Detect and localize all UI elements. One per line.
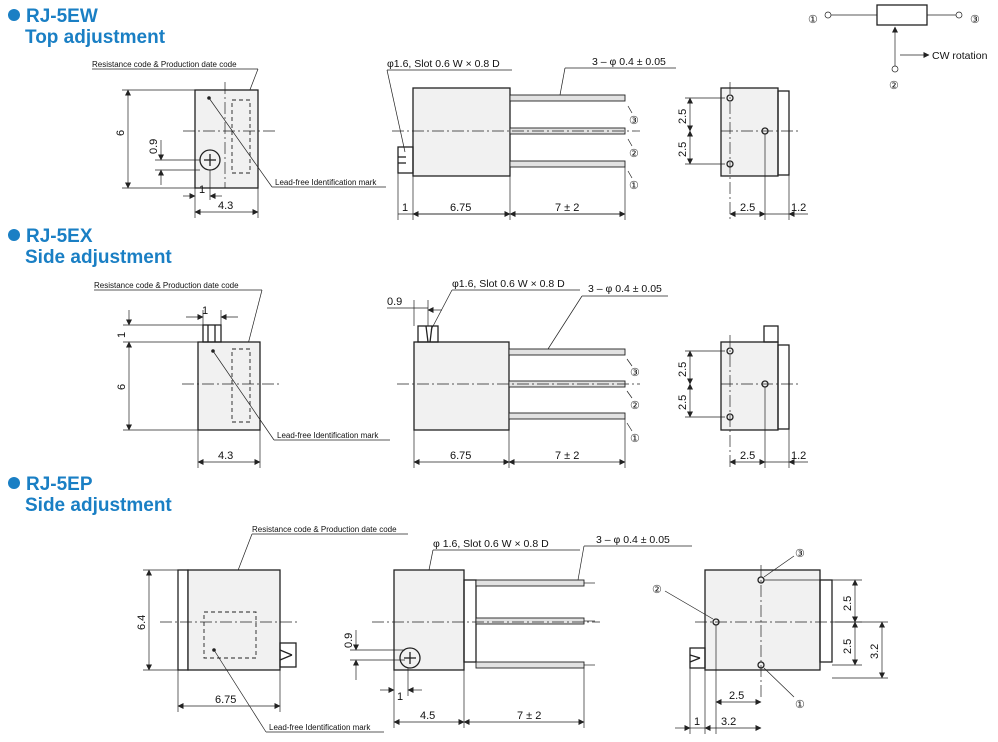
dim-pin-offset: 2.5 <box>740 202 755 214</box>
pin-label-2: ② <box>630 400 640 412</box>
circuit-pin-1: ① <box>808 14 818 26</box>
dim-screw-height: 1 <box>116 332 128 338</box>
lead-free-note: Lead-free Identification mark <box>269 723 371 732</box>
dim-rear-step: 1.2 <box>791 450 806 462</box>
resistance-code-note: Resistance code & Production date code <box>92 60 237 69</box>
model-name: RJ-5EW <box>26 6 98 27</box>
slot-callout: φ 1.6, Slot 0.6 W × 0.8 D <box>433 538 549 550</box>
circuit-pin-2: ② <box>889 80 899 92</box>
dim-width: 6.75 <box>215 694 236 706</box>
pin-label-1: ① <box>795 699 805 711</box>
section-heading-ex: RJ-5EX Side adjustment <box>8 226 172 268</box>
terminal-icon <box>955 11 963 19</box>
dim-pin-pitch-b: 2.5 <box>842 639 854 654</box>
pin-label-3: ③ <box>795 548 805 560</box>
dim-body-depth: 6.75 <box>450 202 471 214</box>
resistance-code-note: Resistance code & Production date code <box>252 525 397 534</box>
ep-rear-view: ② ③ ① 2.5 2.5 3.2 2.5 1 3.2 <box>652 548 888 734</box>
dim-width: 4.3 <box>218 200 233 212</box>
dim-lead-length: 7 ± 2 <box>555 202 579 214</box>
bullet-icon <box>8 229 20 241</box>
circuit-symbol: ① ③ ② CW rotation <box>808 4 988 92</box>
model-name: RJ-5EX <box>26 226 93 247</box>
dim-pin-pitch-a: 2.5 <box>842 596 854 611</box>
dim-pin-span: 3.2 <box>869 644 881 659</box>
pin-callout: 3 – φ 0.4 ± 0.05 <box>592 56 666 68</box>
dim-width: 4.3 <box>218 450 233 462</box>
dim-pin-offset: 2.5 <box>740 450 755 462</box>
cw-rotation-label: CW rotation <box>932 50 988 62</box>
bullet-icon <box>8 9 20 21</box>
ew-front-view: Resistance code & Production date code L… <box>92 60 386 218</box>
ep-front-view: Resistance code & Production date code L… <box>136 525 408 733</box>
pin-label-3: ③ <box>630 367 640 379</box>
pin-label-3: ③ <box>629 115 639 127</box>
resistance-code-note: Resistance code & Production date code <box>94 281 239 290</box>
terminal-icon <box>824 11 832 19</box>
lead-free-note: Lead-free Identification mark <box>277 431 379 440</box>
dim-screw-offset: 0.9 <box>148 139 160 154</box>
dim-screw-offset: 0.9 <box>343 633 355 648</box>
dim-screw-pos: 1 <box>199 184 205 196</box>
adjustment-type: Top adjustment <box>25 27 166 48</box>
ep-side-view: φ 1.6, Slot 0.6 W × 0.8 D 3 – φ 0.4 ± 0.… <box>343 534 692 728</box>
adjustment-screw-icon <box>399 647 421 669</box>
pin-callout: 3 – φ 0.4 ± 0.05 <box>596 534 670 546</box>
resistor-icon <box>876 4 928 26</box>
adjustment-type: Side adjustment <box>25 247 172 268</box>
dim-height: 6 <box>116 384 128 390</box>
dim-knob: 1 <box>402 202 408 214</box>
dim-screw-offset: 0.9 <box>387 296 402 308</box>
dim-body-depth: 6.75 <box>450 450 471 462</box>
ex-side-view: φ1.6, Slot 0.6 W × 0.8 D 0.9 3 – φ 0.4 ±… <box>387 278 668 468</box>
dim-height: 6 <box>115 130 127 136</box>
dim-rear-step: 1.2 <box>791 202 806 214</box>
ex-rear-view: 2.5 2.5 2.5 1.2 <box>677 325 808 468</box>
terminal-icon <box>891 65 899 73</box>
dim-rear-span: 3.2 <box>721 716 736 728</box>
dim-screw-width: 1 <box>202 305 208 317</box>
pin-label-2: ② <box>652 584 662 596</box>
dim-body-depth: 4.5 <box>420 710 435 722</box>
ew-side-view: φ1.6, Slot 0.6 W × 0.8 D 3 – φ 0.4 ± 0.0… <box>386 56 676 220</box>
dim-height: 6.4 <box>136 615 148 630</box>
dim-lead-length: 7 ± 2 <box>517 710 541 722</box>
model-name: RJ-5EP <box>26 474 93 495</box>
section-heading-ep: RJ-5EP Side adjustment <box>8 474 172 516</box>
dim-pin-pitch-a: 2.5 <box>677 362 689 377</box>
pin-label-2: ② <box>629 148 639 160</box>
dim-pin-pitch-b: 2.5 <box>677 395 689 410</box>
bullet-icon <box>8 477 20 489</box>
slot-callout: φ1.6, Slot 0.6 W × 0.8 D <box>387 58 500 70</box>
dim-lead-length: 7 ± 2 <box>555 450 579 462</box>
dim-pin-offset: 2.5 <box>729 690 744 702</box>
section-heading-ew: RJ-5EW Top adjustment <box>8 6 165 48</box>
lead-free-note: Lead-free Identification mark <box>275 178 377 187</box>
dim-knob-step: 1 <box>694 716 700 728</box>
ex-front-view: Resistance code & Production date code L… <box>94 281 390 468</box>
dim-screw-pos: 1 <box>397 691 403 703</box>
dim-pin-pitch-b: 2.5 <box>677 142 689 157</box>
pin-label-1: ① <box>629 180 639 192</box>
pin-label-1: ① <box>630 433 640 445</box>
ew-rear-view: 2.5 2.5 2.5 1.2 <box>677 82 808 220</box>
pin-callout: 3 – φ 0.4 ± 0.05 <box>588 283 662 295</box>
adjustment-type: Side adjustment <box>25 495 172 516</box>
dim-pin-pitch-a: 2.5 <box>677 109 689 124</box>
slot-callout: φ1.6, Slot 0.6 W × 0.8 D <box>452 278 565 290</box>
circuit-pin-3: ③ <box>970 14 980 26</box>
side-screw-icon <box>202 324 222 343</box>
